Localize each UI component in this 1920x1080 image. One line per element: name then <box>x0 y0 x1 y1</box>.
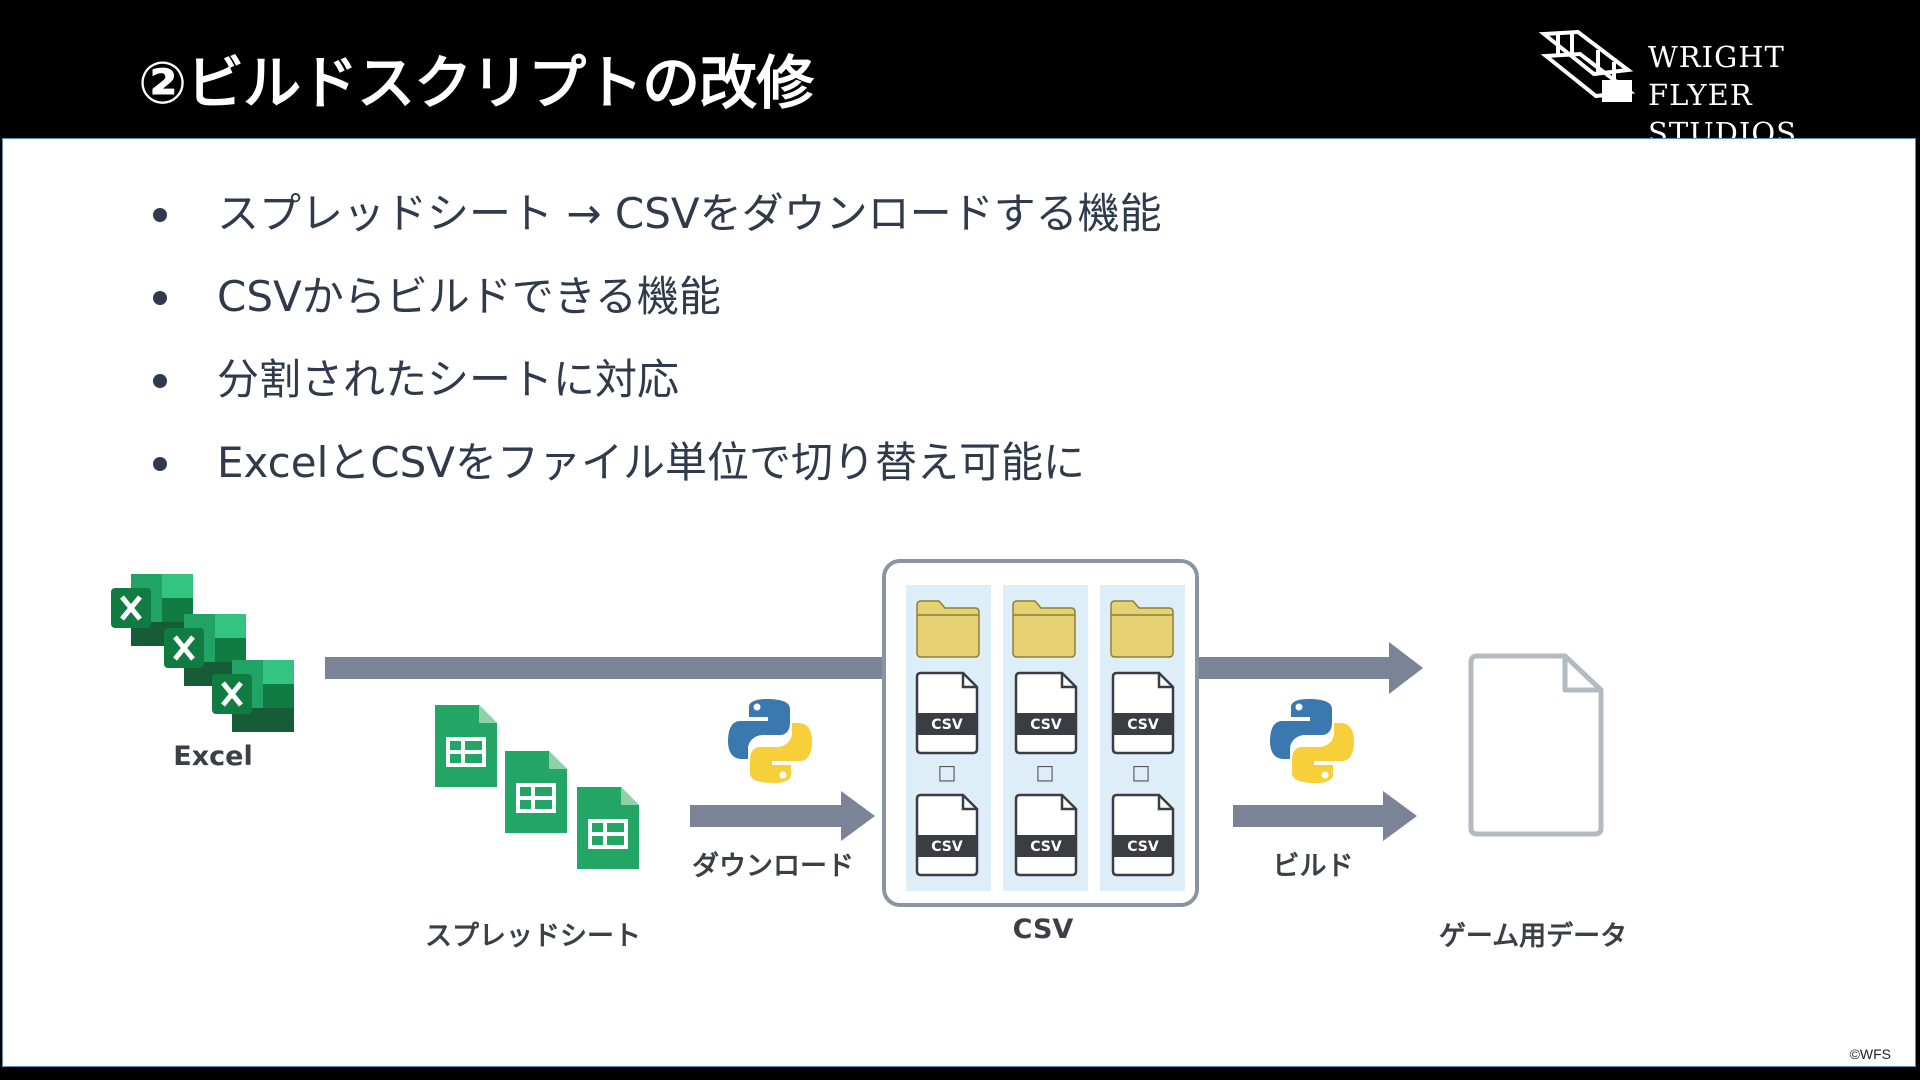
bullet-item: スプレッドシート → CSVをダウンロードする機能 <box>147 185 1162 268</box>
download-label: ダウンロード <box>692 851 854 882</box>
spreadsheet-file-icons <box>433 703 641 871</box>
copyright-text: ©WFS <box>1849 1046 1891 1062</box>
wright-flyer-logo: WRIGHT FLYER STUDIOS <box>1538 28 1898 150</box>
bullet-text: CSVからビルドできる機能 <box>217 272 721 321</box>
slide-title: ②ビルドスクリプトの改修 <box>138 49 814 117</box>
spreadsheet-label: スプレッドシート <box>425 921 641 952</box>
game-data-label: ゲーム用データ <box>1438 921 1628 952</box>
excel-file-icons <box>111 574 294 732</box>
bullet-dot-icon <box>153 457 167 471</box>
biplane-logo-icon <box>1538 29 1636 102</box>
bullet-item: CSVからビルドできる機能 <box>147 268 1162 351</box>
bullet-text: ExcelとCSVをファイル単位で切り替え可能に <box>217 438 1085 487</box>
game-data-file-icon <box>1468 653 1604 837</box>
bullet-dot-icon <box>153 374 167 388</box>
bullet-item: ExcelとCSVをファイル単位で切り替え可能に <box>147 434 1162 517</box>
header-bar: ②ビルドスクリプトの改修 WRIGHT FLYER STUDIOS <box>0 0 1920 150</box>
csv-label: CSV <box>1012 914 1074 945</box>
csv-separator: □ <box>1036 760 1055 784</box>
build-flow-diagram: CSV <box>3 559 1604 907</box>
bullet-dot-icon <box>153 291 167 305</box>
bullet-item: 分割されたシートに対応 <box>147 351 1162 434</box>
excel-direct-arrow <box>325 642 1423 694</box>
csv-container: □ □ □ <box>882 559 1199 907</box>
logo-text: WRIGHT FLYER STUDIOS <box>1648 38 1898 152</box>
bullet-text: スプレッドシート → CSVをダウンロードする機能 <box>217 189 1162 238</box>
slide-body: スプレッドシート → CSVをダウンロードする機能 CSVからビルドできる機能 … <box>2 138 1916 1067</box>
bullet-dot-icon <box>153 208 167 222</box>
excel-label: Excel <box>173 741 253 772</box>
build-arrow <box>1233 791 1417 841</box>
csv-separator: □ <box>1132 760 1151 784</box>
python-build-icon <box>1270 699 1354 783</box>
build-label: ビルド <box>1272 851 1354 882</box>
download-arrow <box>690 791 875 841</box>
python-download-icon <box>728 699 812 783</box>
bullet-text: 分割されたシートに対応 <box>217 355 680 404</box>
bullet-list: スプレッドシート → CSVをダウンロードする機能 CSVからビルドできる機能 … <box>147 185 1162 517</box>
csv-separator: □ <box>938 760 957 784</box>
logo-line-1: WRIGHT FLYER <box>1648 40 1785 112</box>
